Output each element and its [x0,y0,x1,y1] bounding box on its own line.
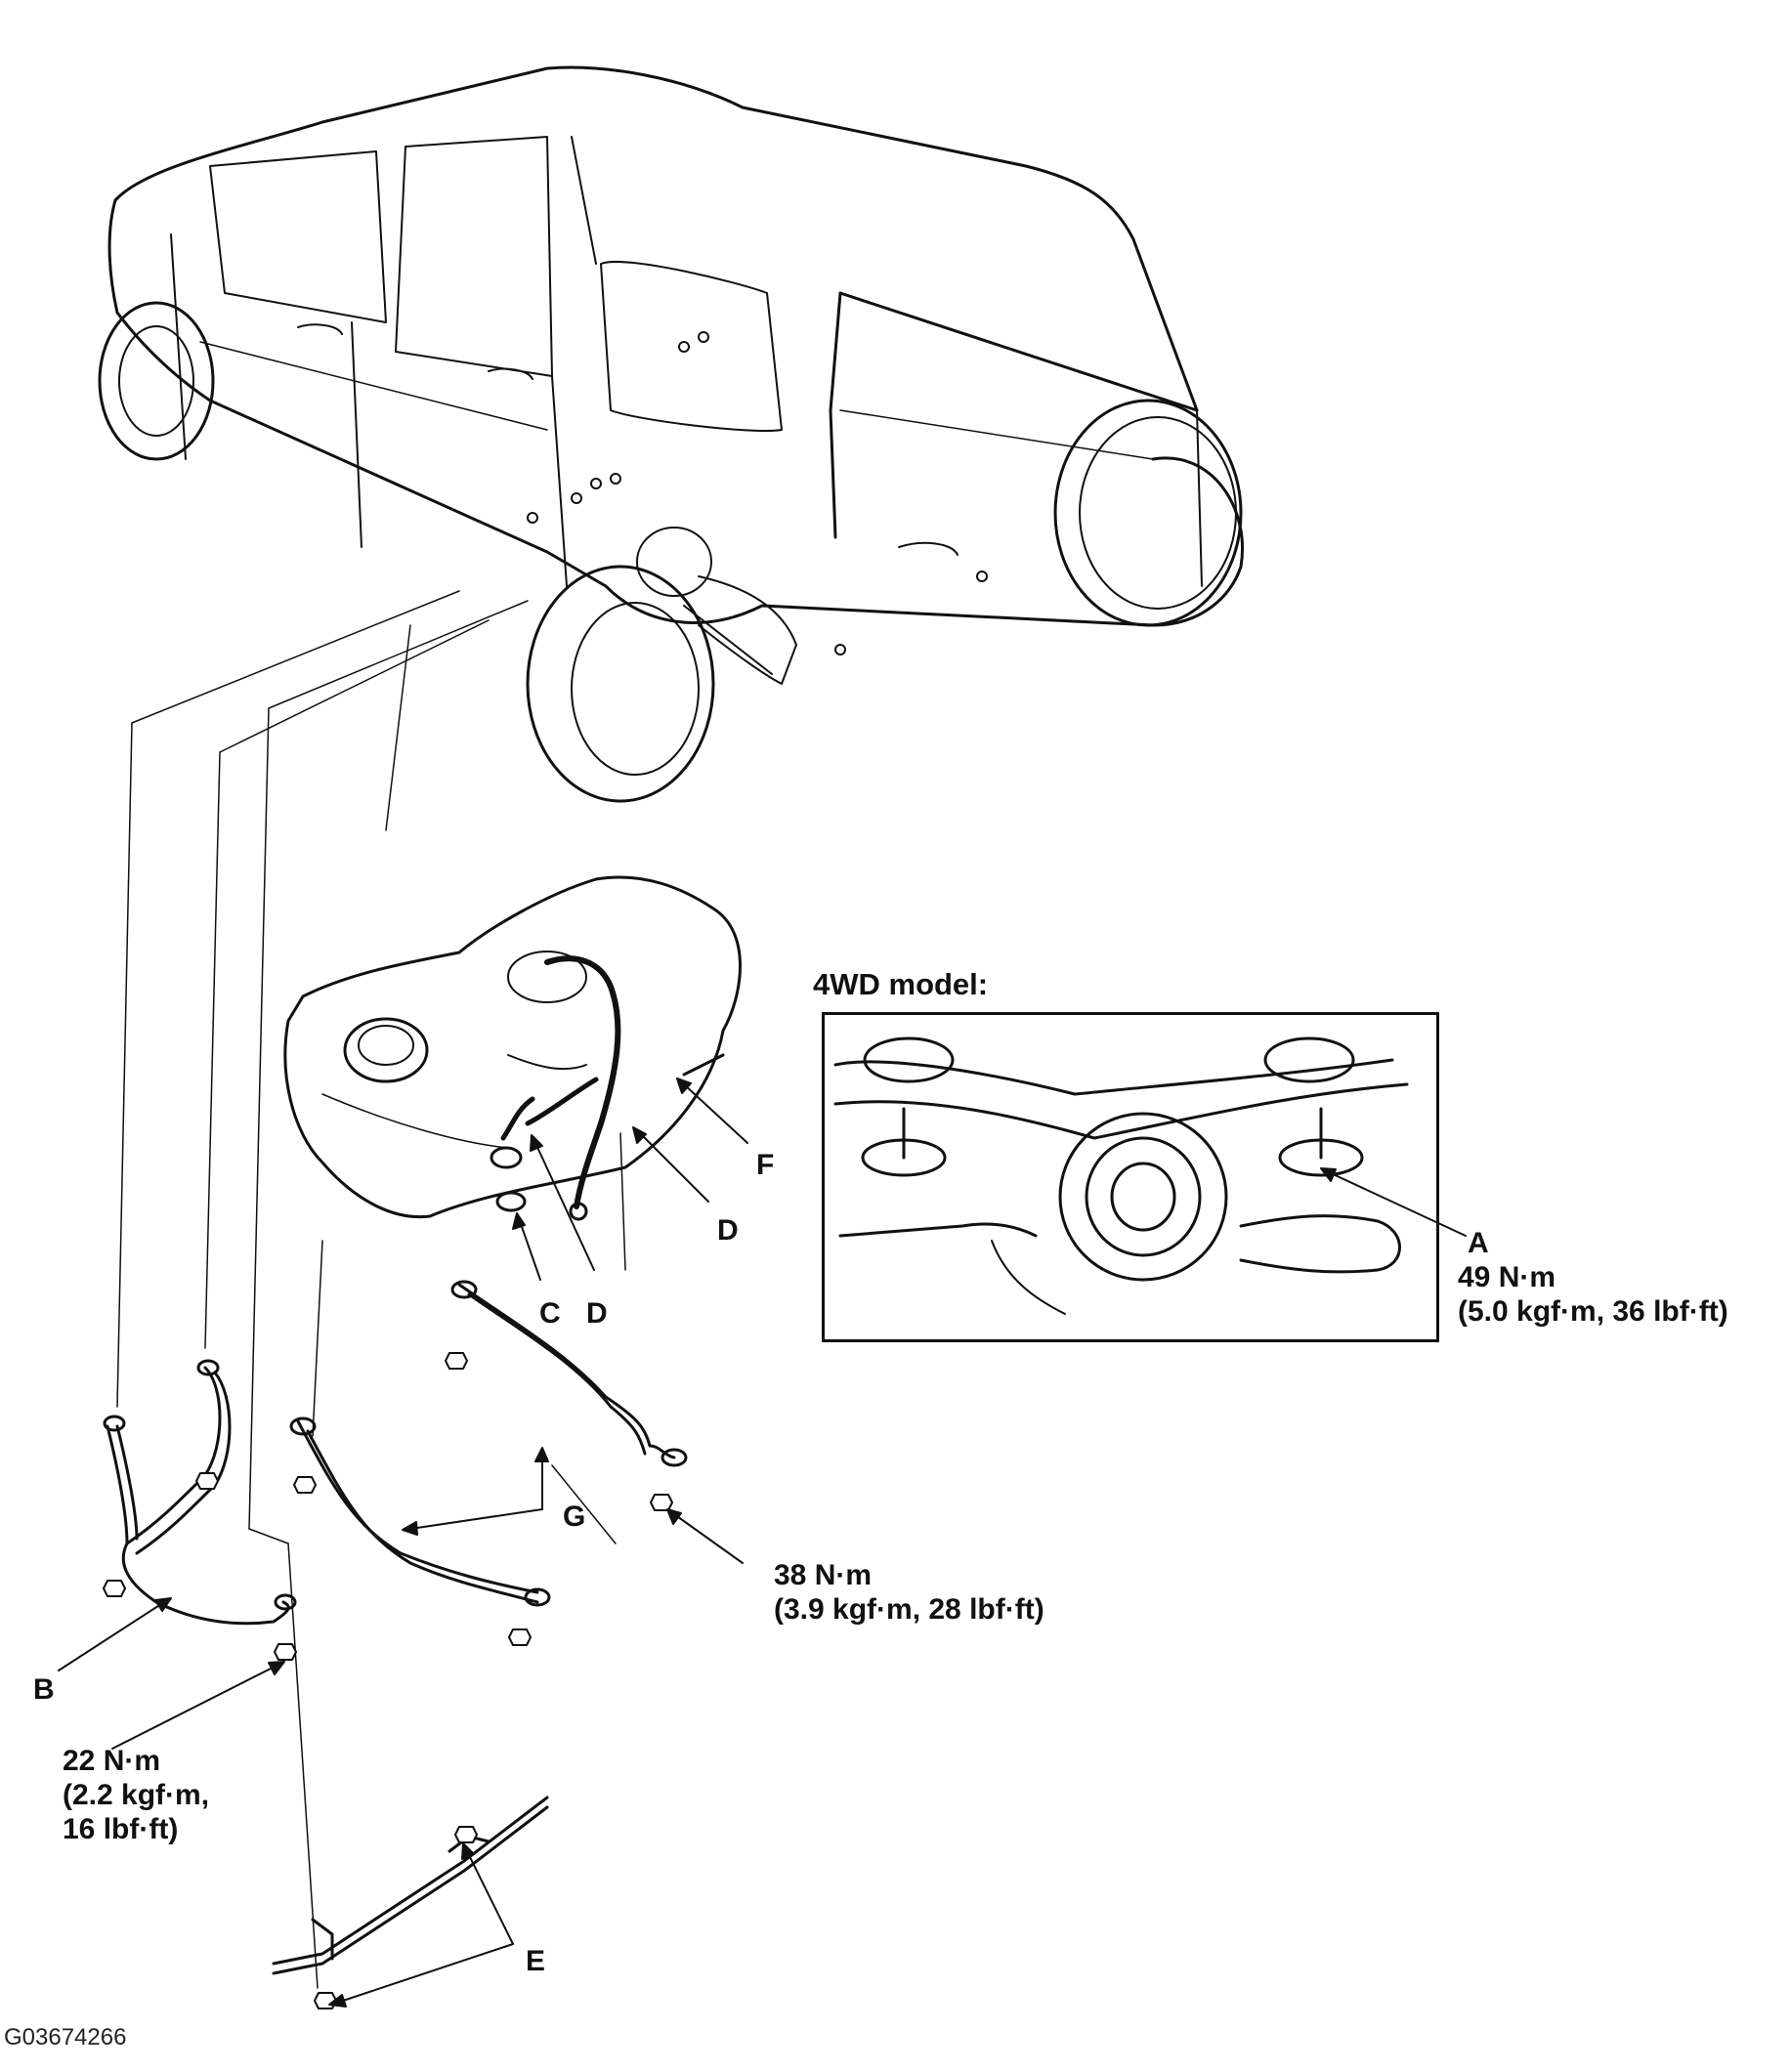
label-a: A [1468,1227,1489,1259]
assembly-leader-lines [116,590,626,1989]
callout-arrows [58,1078,1467,2008]
label-g: G [563,1501,586,1533]
torque-spec-strap: 38 N·m (3.9 kgf·m, 28 lbf·ft) [774,1558,1044,1627]
torque-spec-strap-line-2: (3.9 kgf·m, 28 lbf·ft) [774,1593,1044,1626]
label-c: C [539,1297,561,1330]
label-e: E [526,1945,546,1977]
label-d-left: D [586,1297,608,1330]
tank-strap-left [289,1417,551,1607]
torque-spec-bracket-line-1: 22 N·m [63,1745,161,1777]
4wd-differential-illustration [833,1036,1409,1315]
vehicle-illustration [98,65,1244,803]
inset-title: 4WD model: [813,967,989,1001]
label-b: B [33,1673,55,1706]
torque-spec-a: 49 N·m (5.0 kgf·m, 36 lbf·ft) [1458,1260,1728,1329]
torque-spec-strap-line-1: 38 N·m [774,1559,873,1591]
torque-spec-bracket-line-2: (2.2 kgf·m, [63,1779,210,1811]
tank-bracket-b [103,1359,297,1626]
inset-frame [822,1012,1439,1342]
bolt-hardware [103,1352,673,2009]
tank-strap-right [450,1280,688,1467]
label-d-right: D [717,1214,739,1247]
torque-spec-a-line-1: 49 N·m [1458,1261,1556,1293]
figure-id: G03674266 [4,2024,127,2051]
torque-spec-bracket-line-3: 16 lbf·ft) [63,1813,179,1845]
torque-spec-a-line-2: (5.0 kgf·m, 36 lbf·ft) [1458,1295,1728,1328]
fuel-tank [283,875,742,1221]
label-f: F [756,1149,775,1181]
torque-spec-bracket: 22 N·m (2.2 kgf·m, 16 lbf·ft) [63,1744,209,1846]
